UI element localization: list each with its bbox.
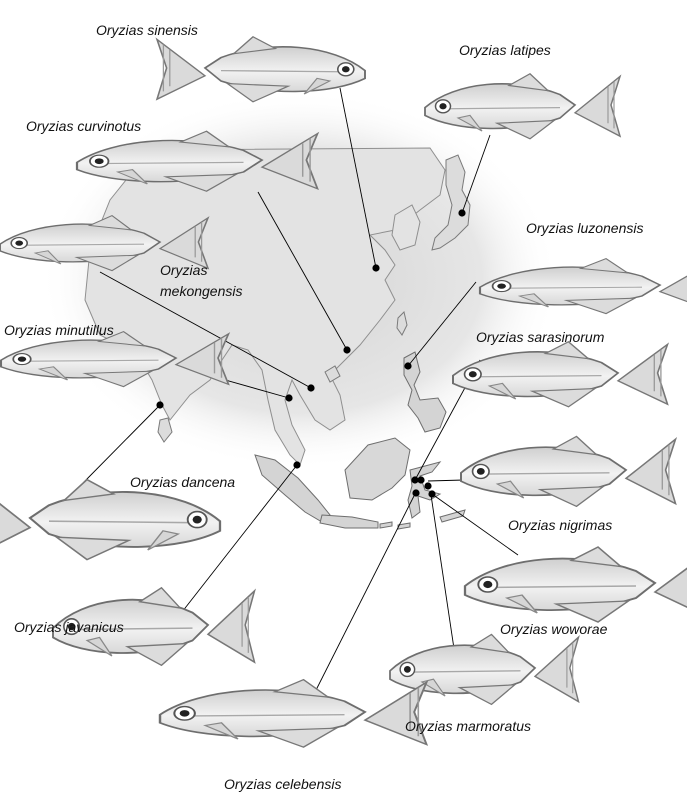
label-latipes: Oryzias latipes [459, 42, 551, 58]
label-javanicus: Oryzias javanicus [14, 619, 124, 635]
label-woworae: Oryzias woworae [500, 621, 608, 637]
dot-celebensis [412, 489, 420, 497]
label-nigrimas: Oryzias nigrimas [508, 517, 613, 533]
dot-sinensis [372, 264, 380, 272]
label-curvinotus: Oryzias curvinotus [26, 118, 142, 134]
dot-mekongensis [307, 384, 315, 392]
label-celebensis: Oryzias celebensis [224, 776, 342, 792]
fish-dancena-illustration [0, 478, 222, 561]
dot-javanicus [293, 461, 301, 469]
label-minutillus: Oryzias minutillus [4, 322, 114, 338]
location-dots [156, 209, 466, 498]
fish-woworae-illustration [463, 545, 687, 624]
dot-luzonensis [404, 362, 412, 370]
label-mekongensis-line2: mekongensis [160, 283, 243, 299]
label-sarasinorum: Oryzias sarasinorum [476, 329, 605, 345]
dot-nigrimas [417, 476, 425, 484]
label-mekongensis-line1: Oryzias [160, 262, 208, 278]
fish-nigrimas-illustration [460, 435, 677, 508]
dot-woworae [428, 490, 436, 498]
label-sinensis: Oryzias sinensis [96, 22, 198, 38]
dot-dancena [156, 401, 164, 409]
label-luzonensis: Oryzias luzonensis [526, 220, 644, 236]
fish-celebensis-illustration [158, 678, 428, 749]
dot-marmoratus [424, 482, 432, 490]
dot-sarasinorum [411, 476, 419, 484]
label-marmoratus: Oryzias marmoratus [405, 718, 532, 734]
label-dancena: Oryzias dancena [130, 474, 236, 490]
dot-minutillus [285, 394, 293, 402]
dot-latipes [458, 209, 466, 217]
dot-curvinotus [343, 346, 351, 354]
